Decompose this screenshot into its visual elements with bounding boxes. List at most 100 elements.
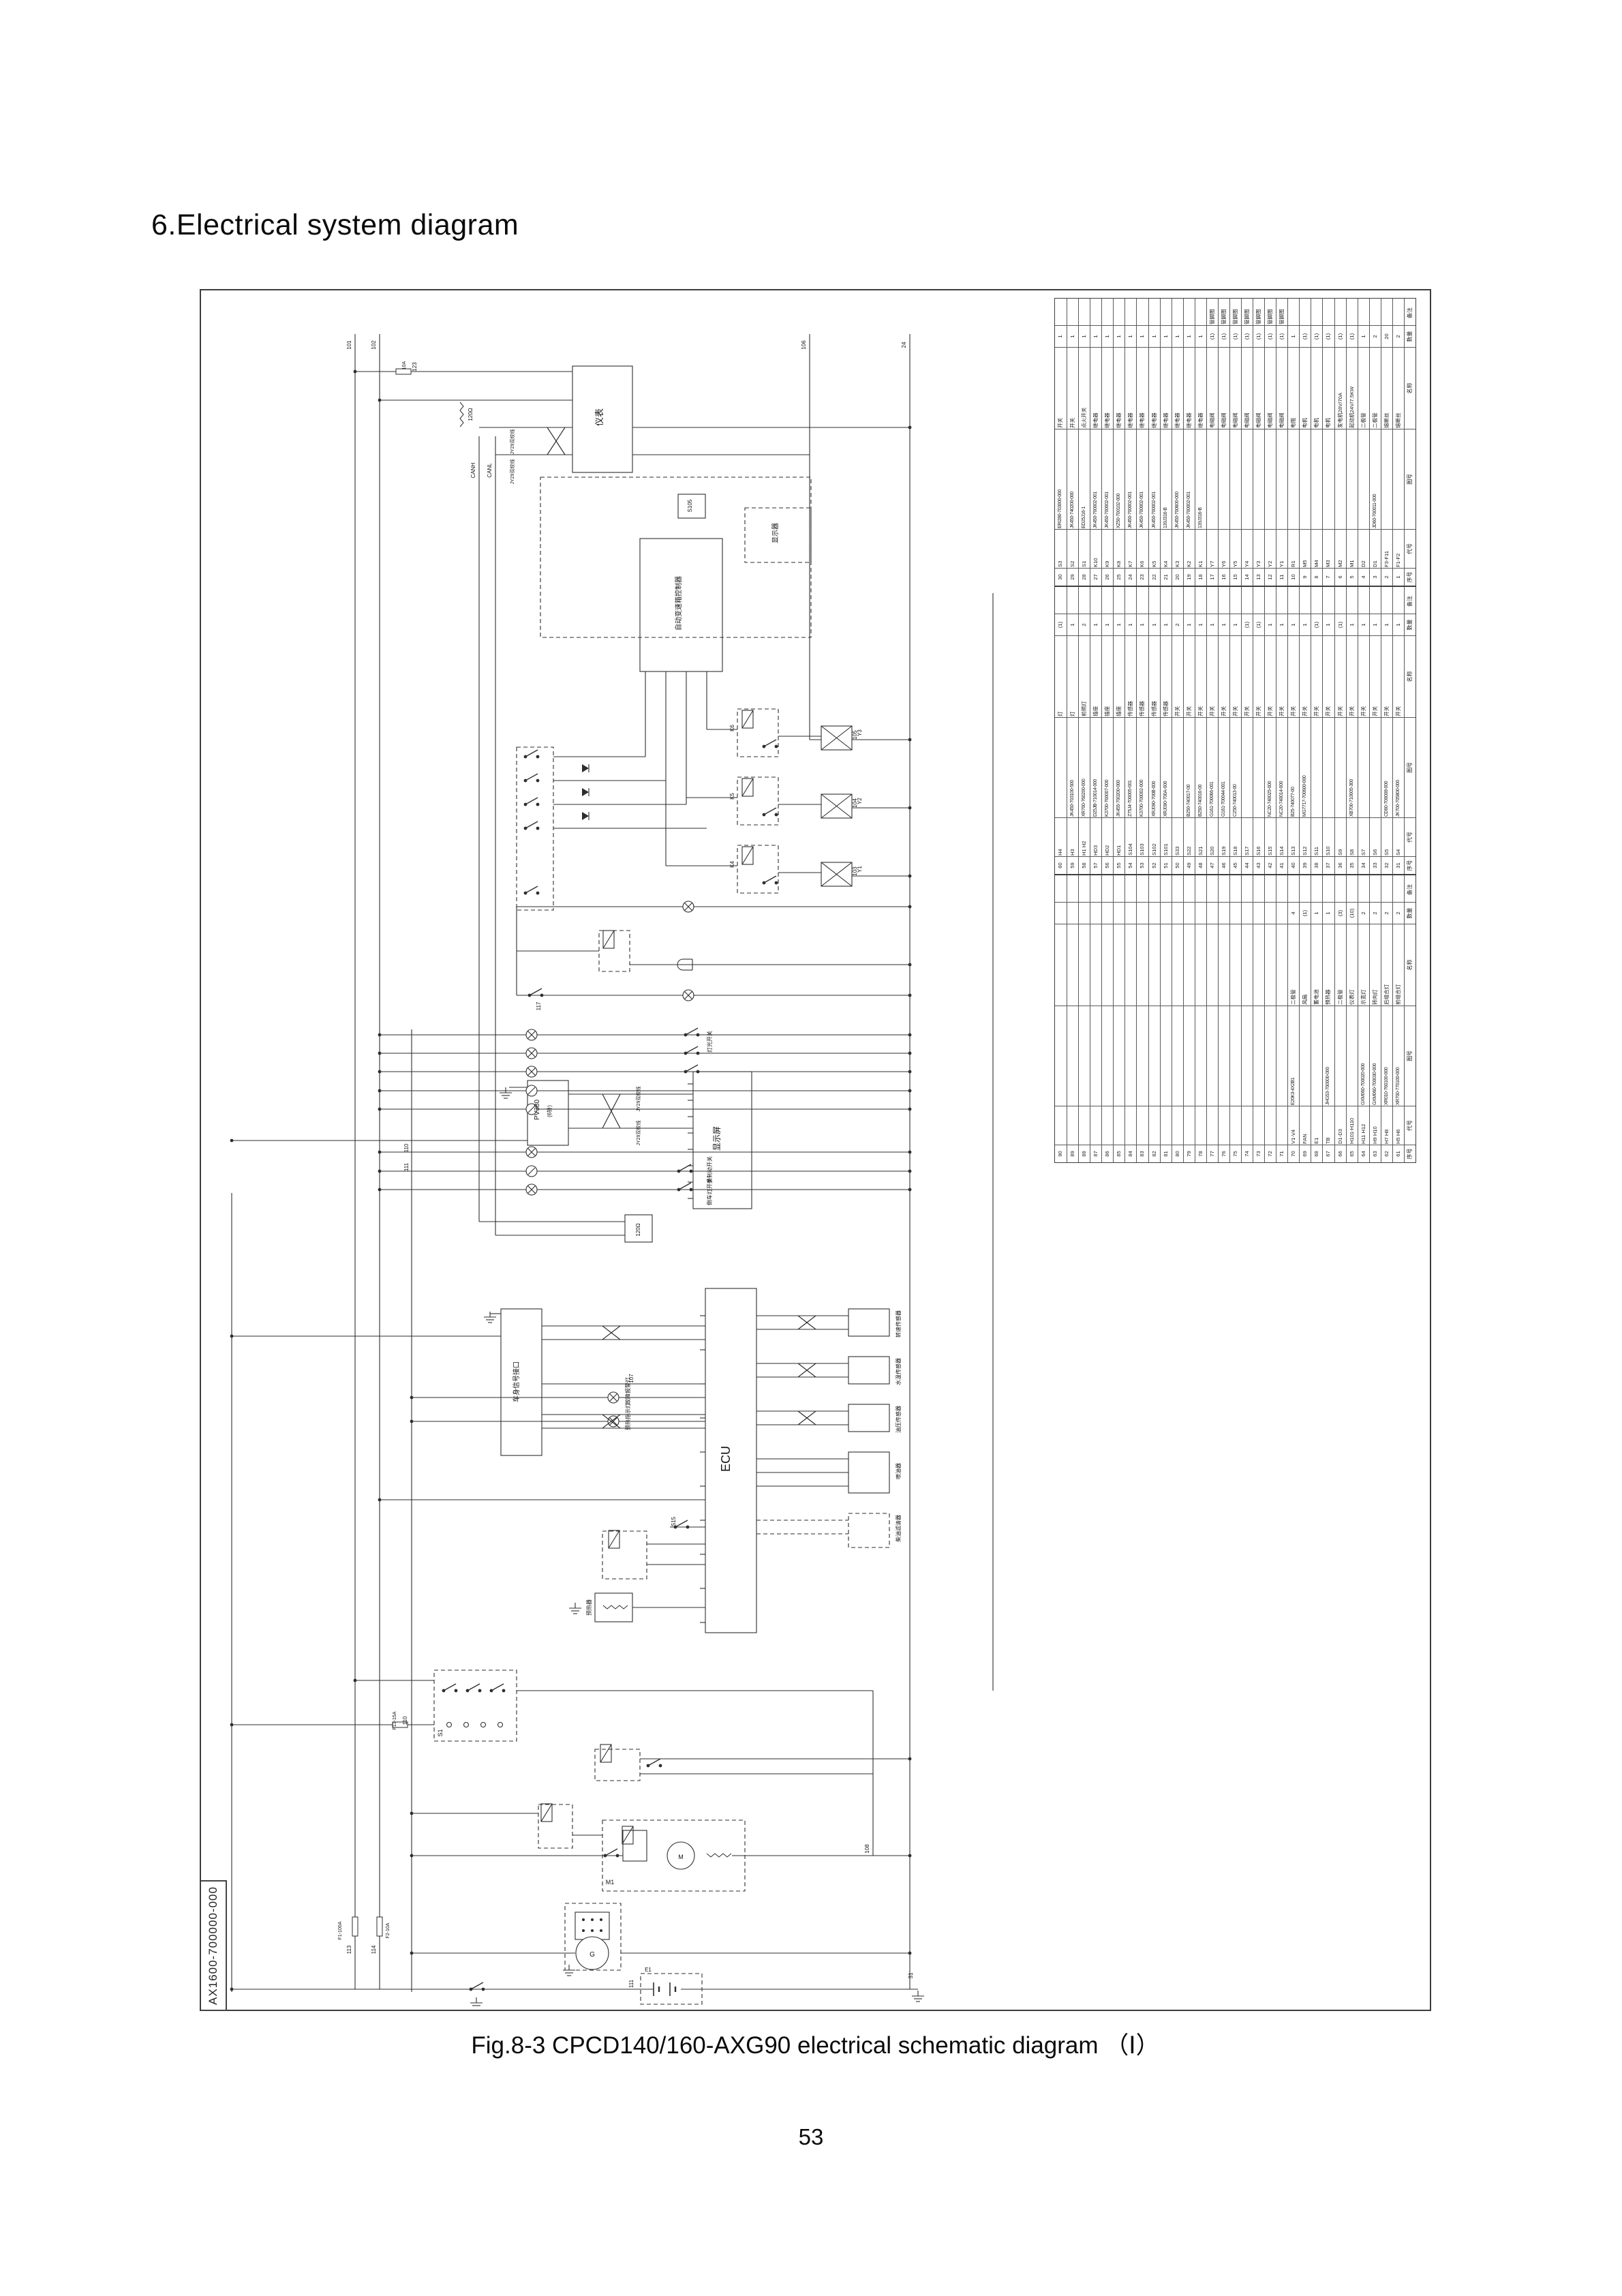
table-cell: 风扇 (1300, 924, 1311, 1006)
table-cell: 47 (1206, 856, 1218, 874)
table-cell: 代号 (1404, 529, 1416, 568)
table-cell (1253, 1006, 1265, 1106)
table-cell: 14 (1242, 568, 1253, 586)
table-cell: 69 (1300, 1145, 1311, 1162)
table-cell (1195, 877, 1206, 902)
table-cell (1125, 902, 1137, 924)
table-cell: H7 H8 (1381, 1106, 1392, 1145)
table-cell: 开关 (1253, 635, 1265, 717)
table-cell (1392, 429, 1404, 529)
table-cell: Y4 (1242, 529, 1253, 568)
table-cell (1230, 589, 1241, 614)
component-box (572, 365, 633, 473)
table-cell (1265, 877, 1276, 902)
table-row: 87 (1090, 875, 1102, 1162)
wire (525, 749, 538, 757)
table-cell (1102, 1006, 1114, 1106)
table-cell: 1 (1148, 325, 1160, 347)
schematic-label: F13-15A (393, 1711, 397, 1729)
schematic-label: ECU (719, 1446, 733, 1472)
table-cell: 1 (1358, 614, 1369, 635)
table-cell (1102, 301, 1113, 325)
wire (821, 794, 853, 819)
table-cell: 2 (1381, 568, 1392, 586)
table-cell: JK450-700002-001 (1183, 429, 1195, 529)
table-cell: 继电器 (1090, 347, 1102, 429)
table-cell: 68 (1311, 1145, 1323, 1162)
schematic-label: K4 (729, 861, 735, 868)
table-cell: 开关 (1323, 635, 1334, 717)
table-cell: Y7 (1206, 529, 1218, 568)
table-cell: 1 (1114, 325, 1125, 347)
component-box (741, 846, 754, 865)
table-cell: 继电器 (1148, 347, 1160, 429)
table-cell: M2 (1334, 529, 1346, 568)
table-cell: 1 (1358, 325, 1369, 347)
component-circle (463, 1721, 470, 1728)
table-cell: ED25J16-1 (1079, 429, 1090, 529)
component-box (705, 1288, 757, 1633)
table-cell: 发电机28V/70A (1334, 347, 1346, 429)
wire (763, 739, 777, 747)
component-box (821, 862, 853, 887)
component-circle (446, 1721, 453, 1728)
wire (797, 1410, 816, 1425)
table-cell: XZ50-700102-000 (1114, 429, 1125, 529)
table-cell: S13 (1288, 817, 1300, 856)
table-cell: JK450-740200-000 (1067, 429, 1079, 529)
wire (797, 1363, 816, 1378)
table-cell (1114, 301, 1124, 325)
table-cell: 开关 (1265, 635, 1276, 717)
table-cell (1335, 589, 1346, 614)
table-cell (1218, 902, 1229, 924)
wire-tag: 123 (412, 362, 418, 372)
component-box (848, 1451, 890, 1494)
wire (797, 1315, 816, 1330)
table-cell: K9 (1102, 529, 1114, 568)
table-cell: K7 (1125, 529, 1137, 568)
table-cell: 1 (1114, 614, 1125, 635)
table-cell: S14 (1276, 817, 1288, 856)
table-cell (1172, 1106, 1183, 1145)
component-box-dashed (744, 507, 812, 563)
wire (467, 1683, 480, 1691)
table-cell (1265, 902, 1276, 924)
table-cell (1300, 1006, 1311, 1106)
wire (763, 807, 777, 815)
table-cell (1137, 301, 1148, 325)
table-cell (1253, 589, 1264, 614)
table-cell: 二极管 (1358, 347, 1369, 429)
component-circle (667, 1841, 695, 1870)
table-cell: 管脚图 (1220, 309, 1227, 324)
table-cell: 28 (1079, 568, 1090, 586)
table-cell: 开关 (1172, 635, 1183, 717)
table-cell (1358, 717, 1369, 817)
table-cell: 139J316-B (1160, 429, 1172, 529)
table-cell (1323, 717, 1334, 817)
wire (470, 1982, 484, 1990)
figure-caption: Fig.8-3 CPCD140/160-AXG90 electrical sch… (471, 2032, 1160, 2059)
table-cell: JK700-705800-000 (1392, 717, 1404, 817)
table-cell: 29 (1067, 568, 1079, 586)
table-cell: 1 (1300, 614, 1311, 635)
table-cell (1311, 1006, 1323, 1106)
wire (741, 778, 754, 797)
table-cell: 开关 (1334, 635, 1346, 717)
table-cell: 42 (1265, 856, 1276, 874)
table-cell (1346, 429, 1358, 529)
table-cell: K5 (1148, 529, 1160, 568)
table-cell: K8 (1114, 529, 1125, 568)
table-cell: 73 (1253, 1145, 1265, 1162)
table-cell: 1 (1381, 614, 1392, 635)
component-box-dashed (737, 776, 779, 826)
table-cell (1079, 589, 1090, 614)
table-cell (1219, 877, 1229, 902)
